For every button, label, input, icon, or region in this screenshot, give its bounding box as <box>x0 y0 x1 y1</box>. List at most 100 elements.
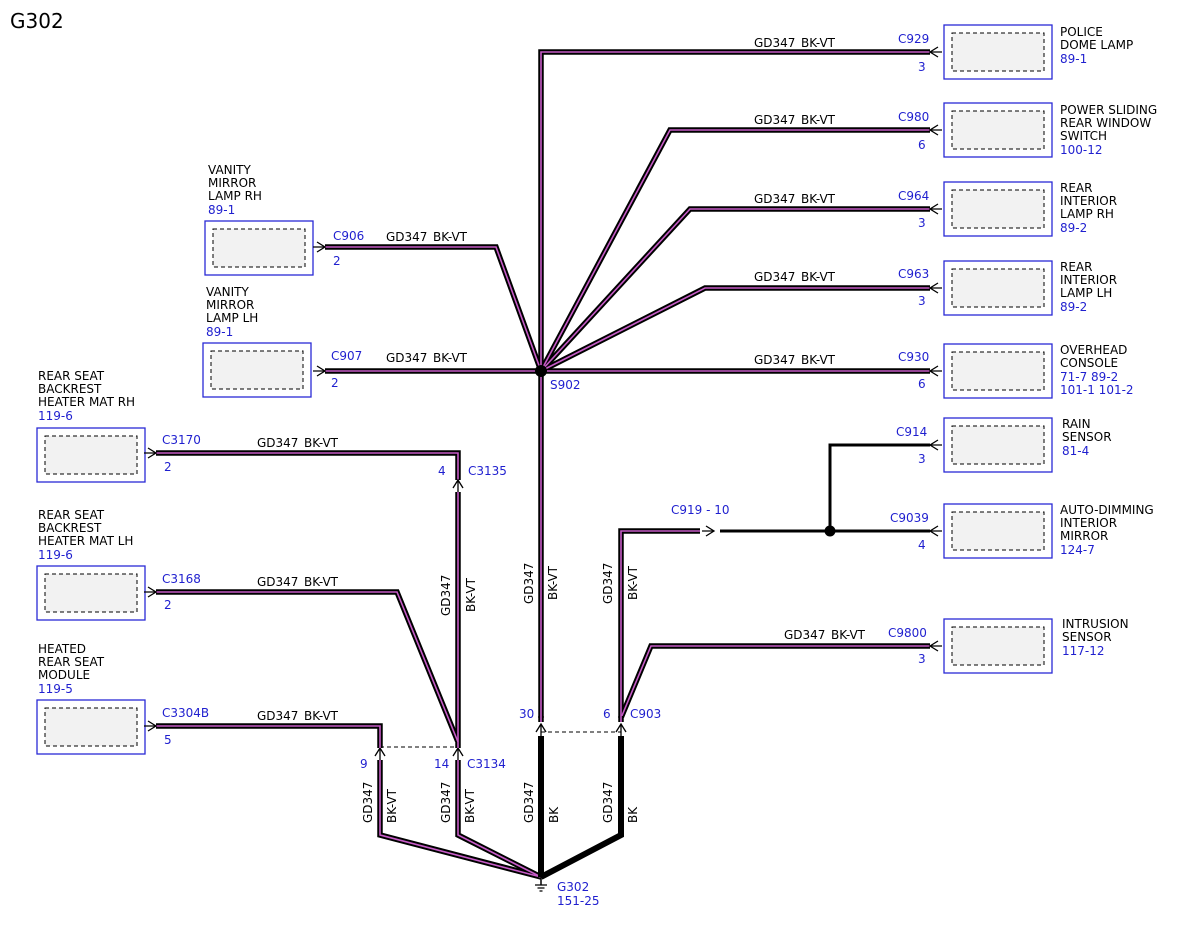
component-name: INTERIOR <box>1060 273 1117 287</box>
connector-pin: 3 <box>918 652 926 666</box>
wire-label: GD347 <box>257 436 298 450</box>
component-name: HEATER MAT LH <box>38 534 133 548</box>
wire-color: BK-VT <box>626 565 640 600</box>
connector-id: C3170 <box>162 433 201 447</box>
wire-color: BK-VT <box>801 270 836 284</box>
splice-s902-label: S902 <box>550 378 581 392</box>
wire-label: GD347 <box>257 575 298 589</box>
wire-label: GD347 <box>386 230 427 244</box>
connector-pin: 6 <box>918 138 926 152</box>
component-name: SWITCH <box>1060 129 1107 143</box>
component-power-sliding-rear-window-switch: C980 6 POWER SLIDING REAR WINDOW SWITCH … <box>898 102 1157 158</box>
connector-id: C3135 <box>468 464 507 478</box>
component-name: MODULE <box>38 668 90 682</box>
connector-pin: 30 <box>519 707 534 721</box>
component-ref: 89-1 <box>208 203 235 217</box>
component-name: MIRROR <box>206 298 254 312</box>
component-name: POWER SLIDING <box>1060 103 1157 117</box>
wire-color: BK-VT <box>801 353 836 367</box>
ground-icon <box>535 884 547 892</box>
page-title: G302 <box>10 9 64 33</box>
wire-label: GD347 <box>754 192 795 206</box>
connector-id: C9039 <box>890 511 929 525</box>
component-name: VANITY <box>208 163 251 177</box>
wire-label: GD347 <box>754 270 795 284</box>
component-ref: 101-1 101-2 <box>1060 383 1134 397</box>
connector-pin: 3 <box>918 294 926 308</box>
component-ref: 89-2 <box>1060 221 1087 235</box>
wire-label: GD347 <box>439 782 453 823</box>
wire-color: BK-VT <box>304 575 339 589</box>
wire-color: BK-VT <box>831 628 866 642</box>
wire-label: GD347 <box>522 563 536 604</box>
connector-pin: 5 <box>164 733 172 747</box>
wire-harness <box>156 49 930 880</box>
component-vanity-mirror-lamp-rh: C906 2 VANITY MIRROR LAMP RH 89-1 <box>204 163 364 276</box>
connector-id: C980 <box>898 110 929 124</box>
component-name: REAR <box>1060 181 1092 195</box>
wire-color: BK-VT <box>304 436 339 450</box>
wire-color: BK-VT <box>433 351 468 365</box>
component-rear-interior-lamp-lh: C963 3 REAR INTERIOR LAMP LH 89-2 <box>898 260 1117 316</box>
connector-id: C930 <box>898 350 929 364</box>
connector-id: C3304B <box>162 706 209 720</box>
component-name: MIRROR <box>208 176 256 190</box>
component-rear-interior-lamp-rh: C964 3 REAR INTERIOR LAMP RH 89-2 <box>898 181 1117 237</box>
component-name: MIRROR <box>1060 529 1108 543</box>
ground-g302: G302 151-25 <box>535 877 600 908</box>
component-ref: 119-5 <box>38 682 73 696</box>
ground-wire-color: BK <box>626 806 640 823</box>
component-name: SENSOR <box>1062 630 1112 644</box>
connector-id: C919 - 10 <box>671 503 730 517</box>
connector-pin: 2 <box>164 598 172 612</box>
component-rear-seat-backrest-heater-mat-lh: C3168 2 REAR SEAT BACKREST HEATER MAT LH… <box>36 508 201 621</box>
component-name: REAR SEAT <box>38 508 105 522</box>
inline-connector-c903: 30 6 C903 <box>519 707 661 737</box>
component-ref: 100-12 <box>1060 143 1103 157</box>
component-ref: 119-6 <box>38 409 73 423</box>
wire-label: GD347 <box>601 563 615 604</box>
component-ref: 89-2 <box>1060 300 1087 314</box>
wire-color: BK-VT <box>801 113 836 127</box>
connector-id: C929 <box>898 32 929 46</box>
component-overhead-console: C930 6 OVERHEAD CONSOLE 71-7 89-2 101-1 … <box>898 343 1134 399</box>
component-intrusion-sensor: C9800 3 INTRUSION SENSOR 117-12 <box>888 617 1129 674</box>
connector-id: C3168 <box>162 572 201 586</box>
component-ref: 124-7 <box>1060 543 1095 557</box>
wire-label: GD347 <box>601 782 615 823</box>
connector-pin: 2 <box>333 254 341 268</box>
inline-connector-c919: C919 - 10 <box>671 503 730 538</box>
wire-color: BK-VT <box>433 230 468 244</box>
component-police-dome-lamp: C929 3 POLICE DOME LAMP 89-1 <box>898 24 1133 80</box>
component-name: INTERIOR <box>1060 516 1117 530</box>
component-name: AUTO-DIMMING <box>1060 503 1154 517</box>
connector-pin: 3 <box>918 216 926 230</box>
component-ref: 71-7 89-2 <box>1060 370 1118 384</box>
component-ref: 89-1 <box>206 325 233 339</box>
wire-color: BK-VT <box>801 192 836 206</box>
component-name: VANITY <box>206 285 249 299</box>
component-name: INTRUSION <box>1062 617 1129 631</box>
component-name: BACKREST <box>38 521 102 535</box>
component-name: DOME LAMP <box>1060 38 1133 52</box>
component-name: REAR WINDOW <box>1060 116 1151 130</box>
component-name: REAR SEAT <box>38 655 105 669</box>
component-name: LAMP LH <box>206 311 258 325</box>
connector-pin: 14 <box>434 757 449 771</box>
wire-color: BK-VT <box>304 709 339 723</box>
connector-pin: 3 <box>918 452 926 466</box>
wire-color: BK-VT <box>464 577 478 612</box>
ground-id: G302 <box>557 880 589 894</box>
connector-id: C906 <box>333 229 364 243</box>
wire-label: GD347 <box>439 575 453 616</box>
connector-id: C963 <box>898 267 929 281</box>
component-name: INTERIOR <box>1060 194 1117 208</box>
connector-id: C914 <box>896 425 927 439</box>
connector-pin: 9 <box>360 757 368 771</box>
wire-label: GD347 <box>522 782 536 823</box>
component-name: REAR SEAT <box>38 369 105 383</box>
wire-label: GD347 <box>754 36 795 50</box>
wire-color: BK-VT <box>463 788 477 823</box>
inline-connector-c3135: 4 C3135 <box>438 464 507 493</box>
